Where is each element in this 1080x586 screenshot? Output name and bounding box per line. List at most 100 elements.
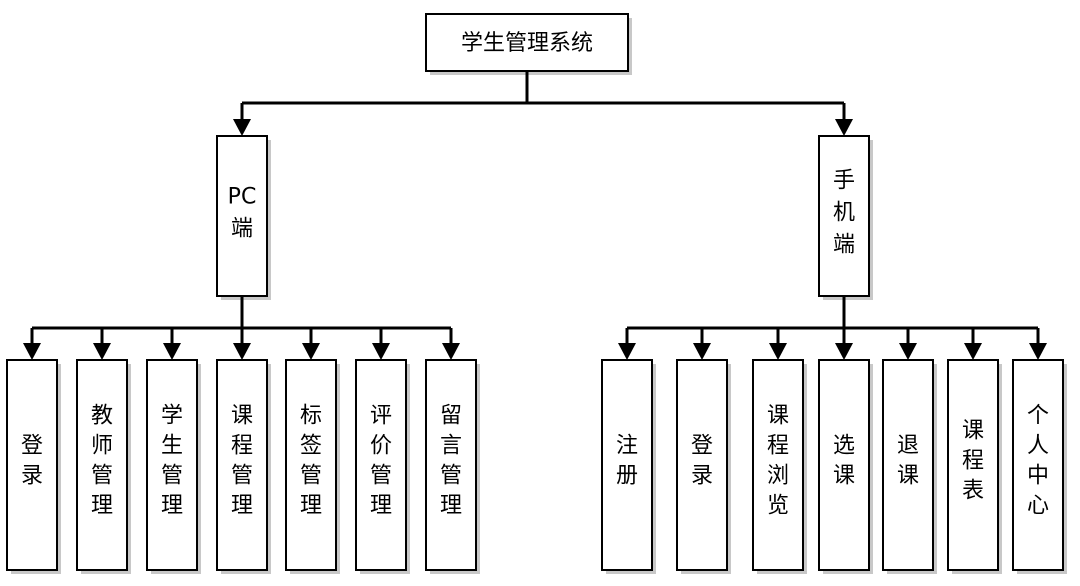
leaf-node-pc-6-label-char: 言 <box>440 434 462 459</box>
branch-node-mobile: 手机端 <box>818 135 873 300</box>
leaf-node-pc-1-label-char: 教 <box>91 404 113 429</box>
leaf-node-mobile-6-label-char: 人 <box>1027 434 1049 459</box>
arrow-to-mobile-child-0 <box>618 343 636 360</box>
arrow-to-mobile-child-3 <box>835 343 853 360</box>
leaf-node-pc-5-label-char: 价 <box>370 434 392 459</box>
leaf-node-mobile-4-label-char: 退 <box>897 434 919 459</box>
arrow-to-mobile-child-5 <box>964 343 982 360</box>
leaf-node-pc-2-label-char: 学 <box>161 404 183 429</box>
leaf-node-mobile-5: 课程表 <box>947 359 1002 574</box>
leaf-node-pc-0-label-char: 录 <box>21 464 43 489</box>
leaf-node-pc-0-label-char: 登 <box>21 434 43 459</box>
leaf-node-pc-4-frame <box>285 359 337 571</box>
leaf-node-pc-2-label-char: 管 <box>161 464 183 489</box>
arrow-to-pc-child-3 <box>233 343 251 360</box>
leaf-node-pc-4-label-char: 签 <box>300 434 322 459</box>
leaf-node-pc-6-frame <box>425 359 477 571</box>
leaf-node-pc-2-frame <box>146 359 198 571</box>
arrow-to-pc-child-5 <box>372 343 390 360</box>
leaf-node-mobile-3: 选课 <box>818 359 873 574</box>
root-node-frame <box>425 13 629 72</box>
arrow-to-pc-child-6 <box>442 343 460 360</box>
leaf-node-mobile-1: 登录 <box>676 359 731 574</box>
leaf-node-mobile-1-frame <box>676 359 728 571</box>
leaf-node-pc-6-label-char: 留 <box>440 404 462 429</box>
leaf-node-mobile-0-frame <box>601 359 653 571</box>
leaf-node-pc-3-label-char: 管 <box>231 464 253 489</box>
leaf-node-pc-2-label-char: 理 <box>161 494 183 519</box>
leaf-node-mobile-2-label-char: 浏 <box>767 464 789 489</box>
leaf-node-mobile-2-label-char: 程 <box>767 434 789 459</box>
leaf-node-mobile-6-label-char: 心 <box>1027 494 1049 519</box>
leaf-node-pc-6-label-char: 管 <box>440 464 462 489</box>
branch-node-pc-label-char: PC <box>228 185 257 210</box>
leaf-node-pc-6-label-char: 理 <box>440 494 462 519</box>
leaf-node-pc-1-label-char: 师 <box>91 434 113 459</box>
arrow-to-pc-child-1 <box>93 343 111 360</box>
leaf-node-mobile-2-label-char: 课 <box>767 404 789 429</box>
arrow-to-mobile-child-2 <box>769 343 787 360</box>
arrow-to-mobile <box>835 119 853 136</box>
leaf-node-pc-3-label-char: 程 <box>231 434 253 459</box>
leaf-node-pc-3-label-char: 课 <box>231 404 253 429</box>
leaf-node-mobile-3-label-char: 课 <box>833 464 855 489</box>
branch-node-mobile-label-char: 机 <box>833 201 855 226</box>
leaf-node-pc-4-label-char: 标 <box>300 404 322 429</box>
leaf-node-pc-5-frame <box>355 359 407 571</box>
leaf-node-mobile-2-frame <box>752 359 804 571</box>
leaf-node-mobile-6-label-char: 个 <box>1027 404 1049 429</box>
arrow-to-mobile-child-4 <box>899 343 917 360</box>
leaf-node-mobile-1-label-char: 登 <box>691 434 713 459</box>
leaf-node-pc-0: 登录 <box>6 359 61 574</box>
leaf-node-pc-1-label-char: 理 <box>91 494 113 519</box>
branch-node-pc-frame <box>216 135 268 297</box>
leaf-node-pc-3-frame <box>216 359 268 571</box>
leaf-node-mobile-5-label-char: 程 <box>962 449 984 474</box>
leaf-node-mobile-6-frame <box>1012 359 1064 571</box>
leaf-node-mobile-3-label-char: 选 <box>833 434 855 459</box>
leaf-node-pc-3-label-char: 理 <box>231 494 253 519</box>
leaf-node-mobile-0-label-char: 册 <box>616 464 638 489</box>
leaf-node-pc-4-label-char: 管 <box>300 464 322 489</box>
leaf-node-mobile-0: 注册 <box>601 359 656 574</box>
branch-node-mobile-label-char: 端 <box>833 233 855 258</box>
leaf-node-mobile-5-label-char: 表 <box>962 479 984 504</box>
leaf-node-mobile-5-frame <box>947 359 999 571</box>
branch-node-mobile-label-char: 手 <box>833 169 855 194</box>
root-node: 学生管理系统 <box>425 13 632 75</box>
leaf-node-pc-1-label-char: 管 <box>91 464 113 489</box>
leaf-node-mobile-4-frame <box>882 359 934 571</box>
arrow-to-mobile-child-6 <box>1029 343 1047 360</box>
arrow-to-pc-child-4 <box>302 343 320 360</box>
leaf-node-pc-2: 学生管理 <box>146 359 201 574</box>
leaf-node-pc-1-frame <box>76 359 128 571</box>
leaf-node-pc-5-label-char: 管 <box>370 464 392 489</box>
leaf-node-pc-2-label-char: 生 <box>161 434 183 459</box>
leaf-node-mobile-2-label-char: 览 <box>767 494 789 519</box>
leaf-node-mobile-4: 退课 <box>882 359 937 574</box>
leaf-node-mobile-4-label-char: 课 <box>897 464 919 489</box>
leaf-node-mobile-6-label-char: 中 <box>1027 464 1049 489</box>
leaf-node-mobile-1-label-char: 录 <box>691 464 713 489</box>
root-node-label: 学生管理系统 <box>461 31 593 56</box>
arrow-to-pc-child-0 <box>23 343 41 360</box>
leaf-node-pc-4-label-char: 理 <box>300 494 322 519</box>
arrow-to-pc <box>233 119 251 136</box>
branch-node-pc-label-char: 端 <box>231 217 253 242</box>
leaf-node-pc-0-frame <box>6 359 58 571</box>
arrow-to-mobile-child-1 <box>693 343 711 360</box>
leaf-node-mobile-5-label-char: 课 <box>962 419 984 444</box>
leaf-node-mobile-0-label-char: 注 <box>616 434 638 459</box>
arrow-to-pc-child-2 <box>163 343 181 360</box>
leaf-node-pc-5-label-char: 理 <box>370 494 392 519</box>
branch-node-mobile-frame <box>818 135 870 297</box>
leaf-node-mobile-3-frame <box>818 359 870 571</box>
branch-node-pc: PC 端 <box>216 135 271 300</box>
